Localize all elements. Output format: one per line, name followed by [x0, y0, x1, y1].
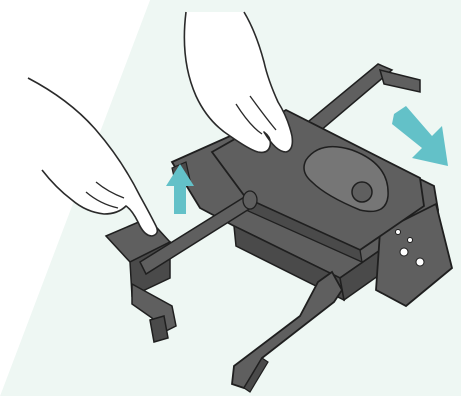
illustration-canvas	[0, 0, 461, 396]
assembly-illustration	[0, 0, 461, 396]
